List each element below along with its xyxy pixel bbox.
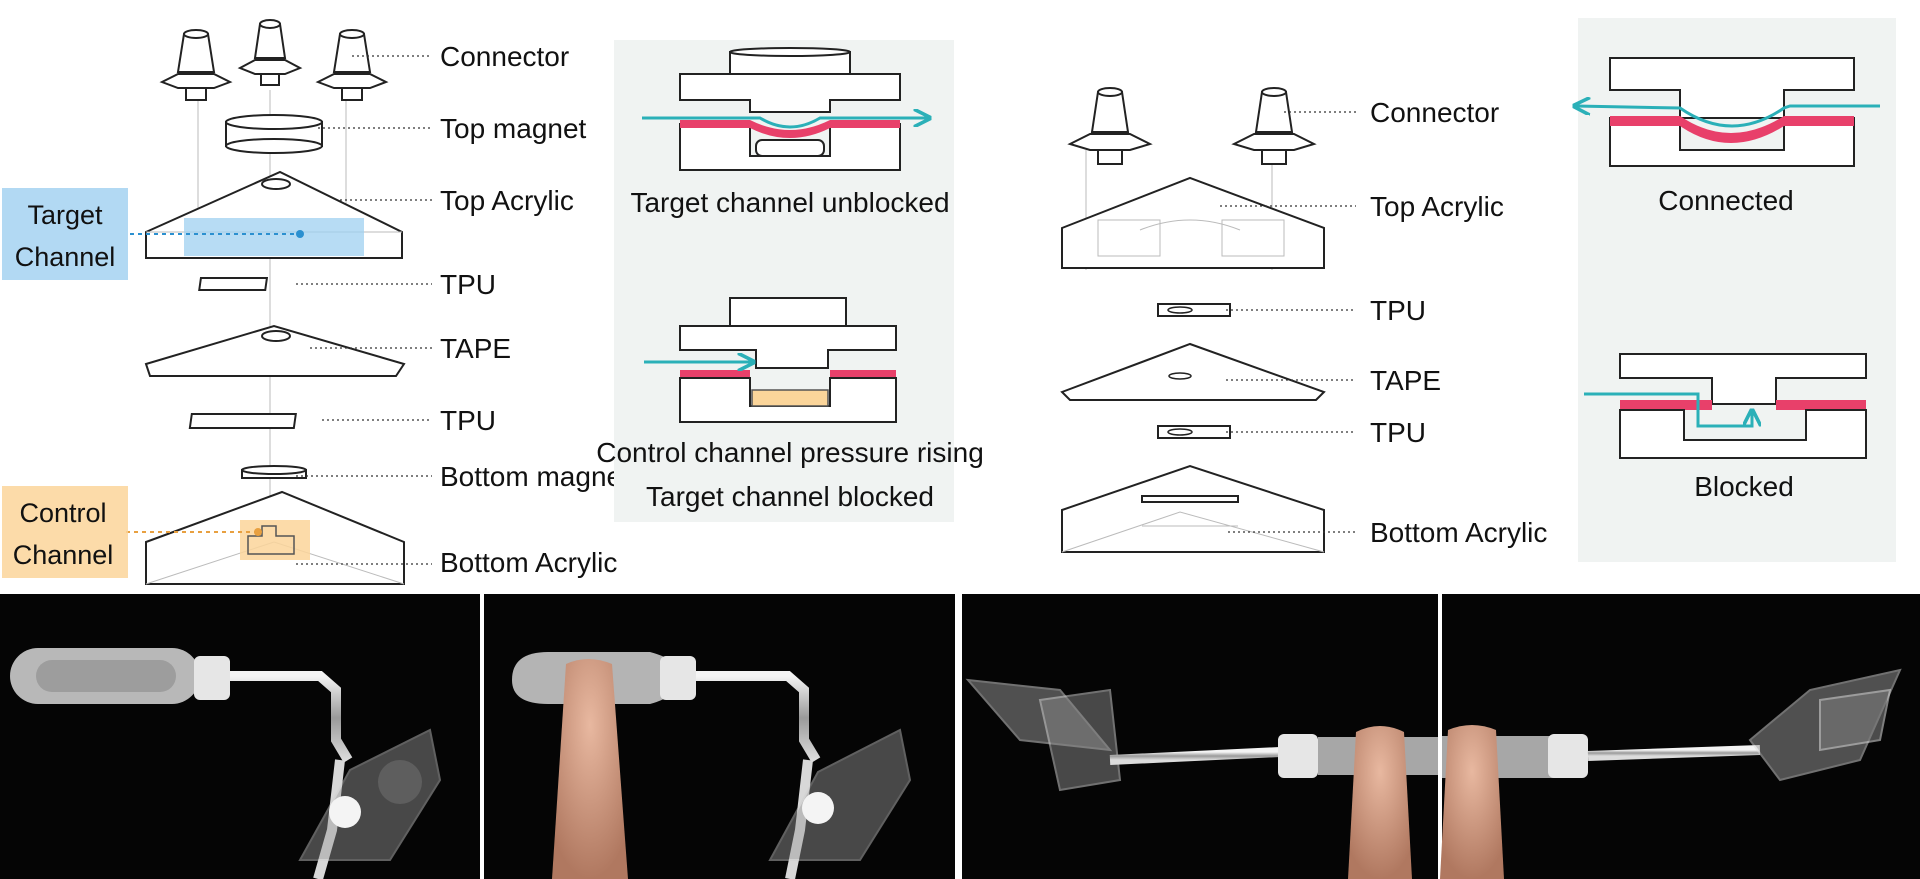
panel-a-layer-labels: Connector Top magnet Top Acrylic TPU TAP… xyxy=(440,41,630,578)
finger-2 xyxy=(1348,726,1412,879)
state-rising-label: Control channel pressure rising xyxy=(596,437,984,468)
state-blocked-diagram xyxy=(644,297,897,423)
finger-1 xyxy=(552,659,628,879)
state-b-blocked-label: Blocked xyxy=(1694,471,1794,502)
label-bottom-magnet: Bottom magnet xyxy=(440,461,630,492)
state-unblocked-label: Target channel unblocked xyxy=(630,187,949,218)
panel-b-tpu-2-part xyxy=(1157,425,1231,439)
state-connected-label: Connected xyxy=(1658,185,1793,216)
target-callout-line-1: Target xyxy=(27,200,103,230)
finger-3 xyxy=(1440,725,1504,879)
connector-part xyxy=(159,19,389,101)
panel-b-label-bottom-acrylic: Bottom Acrylic xyxy=(1370,517,1547,548)
photo-two-modules-pressed xyxy=(1440,594,1920,879)
panel-a-exploded-view: Connector Top magnet Top Acrylic TPU TAP… xyxy=(2,19,630,585)
panel-b-layer-labels: Connector Top Acrylic TPU TAPE TPU Botto… xyxy=(1370,97,1547,548)
control-callout-line-2: Channel xyxy=(13,540,114,570)
state-blocked-label: Target channel blocked xyxy=(646,481,934,512)
photo-bulb-pressed xyxy=(484,594,955,879)
panel-b-top-acrylic-part xyxy=(1061,176,1325,269)
panel-b-bottom-acrylic-part xyxy=(1061,464,1325,553)
photo-bulb-at-rest xyxy=(0,594,480,879)
panel-b-states: Connected Blocked xyxy=(1576,18,1896,562)
label-top-acrylic: Top Acrylic xyxy=(440,185,574,216)
panel-b-tpu-1-part xyxy=(1157,303,1231,317)
photos-row xyxy=(0,594,1920,879)
photo-two-modules-finger-on-connector xyxy=(962,594,1438,879)
state-b-blocked-diagram xyxy=(1584,353,1867,459)
target-channel-callout: Target Channel xyxy=(2,188,128,280)
target-callout-line-2: Channel xyxy=(15,242,116,272)
top-magnet-part xyxy=(225,114,323,154)
panel-b-connector-part xyxy=(1067,87,1317,165)
panel-b-label-connector: Connector xyxy=(1370,97,1499,128)
panel-b-label-top-acrylic: Top Acrylic xyxy=(1370,191,1504,222)
top-acrylic-part xyxy=(130,170,403,259)
label-tpu-1: TPU xyxy=(440,269,496,300)
control-channel-callout: Control Channel xyxy=(2,486,128,578)
state-connected-diagram xyxy=(1576,57,1880,167)
label-connector: Connector xyxy=(440,41,569,72)
label-bottom-acrylic: Bottom Acrylic xyxy=(440,547,617,578)
target-channel-highlight xyxy=(184,218,364,256)
tpu-1-part xyxy=(198,277,269,291)
tape-part xyxy=(144,324,406,377)
bottom-acrylic-part xyxy=(126,490,405,585)
panel-b-label-tape: TAPE xyxy=(1370,365,1441,396)
panel-b-exploded-view: Connector Top Acrylic TPU TAPE TPU Botto… xyxy=(1060,87,1547,553)
bottom-magnet-part xyxy=(241,465,307,479)
label-top-magnet: Top magnet xyxy=(440,113,587,144)
panel-b-label-tpu-2: TPU xyxy=(1370,417,1426,448)
assembly-guide-lines xyxy=(197,90,347,560)
state-unblocked-diagram xyxy=(642,47,928,171)
panel-a-states: Target channel unblocked Control channel… xyxy=(596,40,984,522)
label-tpu-2: TPU xyxy=(440,405,496,436)
panel-b-label-tpu-1: TPU xyxy=(1370,295,1426,326)
control-callout-line-1: Control xyxy=(19,498,106,528)
label-tape: TAPE xyxy=(440,333,511,364)
panel-b-tape-part xyxy=(1060,342,1326,401)
tpu-2-part xyxy=(188,413,297,429)
panel-a-leader-lines xyxy=(296,55,432,565)
panel-b-leader-lines xyxy=(1220,111,1356,533)
